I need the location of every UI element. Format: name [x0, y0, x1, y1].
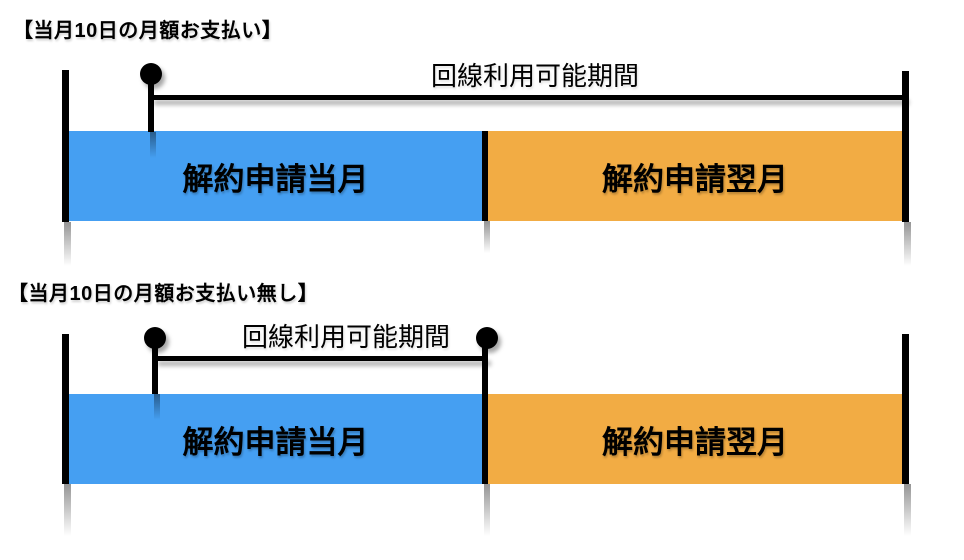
section2-next-month-label: 解約申請翌月: [602, 424, 788, 460]
section1-period-start-stem: [148, 80, 156, 158]
section1-left-boundary-tick: [62, 70, 71, 266]
section2-period-end-stem: [482, 344, 488, 394]
section1-period-start-dot: [140, 63, 162, 85]
section2-title: 【当月10日の月額お支払い無し】: [8, 283, 319, 305]
section2-period-label: 回線利用可能期間: [241, 322, 450, 352]
section2-month-divider: [482, 394, 490, 536]
section2-next-month-bar: 解約申請翌月: [488, 394, 902, 484]
section1-title: 【当月10日の月額お支払い】: [13, 20, 283, 42]
section2-current-month-label: 解約申請当月: [182, 424, 369, 460]
section2-left-boundary-tick: [62, 334, 71, 536]
section1-next-month-label: 解約申請翌月: [602, 161, 788, 197]
section1-current-month-label: 解約申請当月: [182, 161, 369, 197]
section1-right-boundary-tick: [902, 71, 911, 266]
section2-period-end-dot: [476, 327, 498, 349]
section2-period-start-stem: [152, 344, 160, 420]
section1-period-line: [151, 95, 906, 100]
section2-period-start-dot: [144, 327, 166, 349]
section2-right-boundary-tick: [902, 334, 911, 536]
section1-current-month-bar: 解約申請当月: [69, 131, 482, 221]
section1-month-divider: [482, 131, 490, 253]
section2-current-month-bar: 解約申請当月: [69, 394, 482, 484]
section2-period-line: [155, 356, 488, 361]
section1-period-label: 回線利用可能期間: [430, 61, 639, 91]
section1-next-month-bar: 解約申請翌月: [488, 131, 902, 221]
